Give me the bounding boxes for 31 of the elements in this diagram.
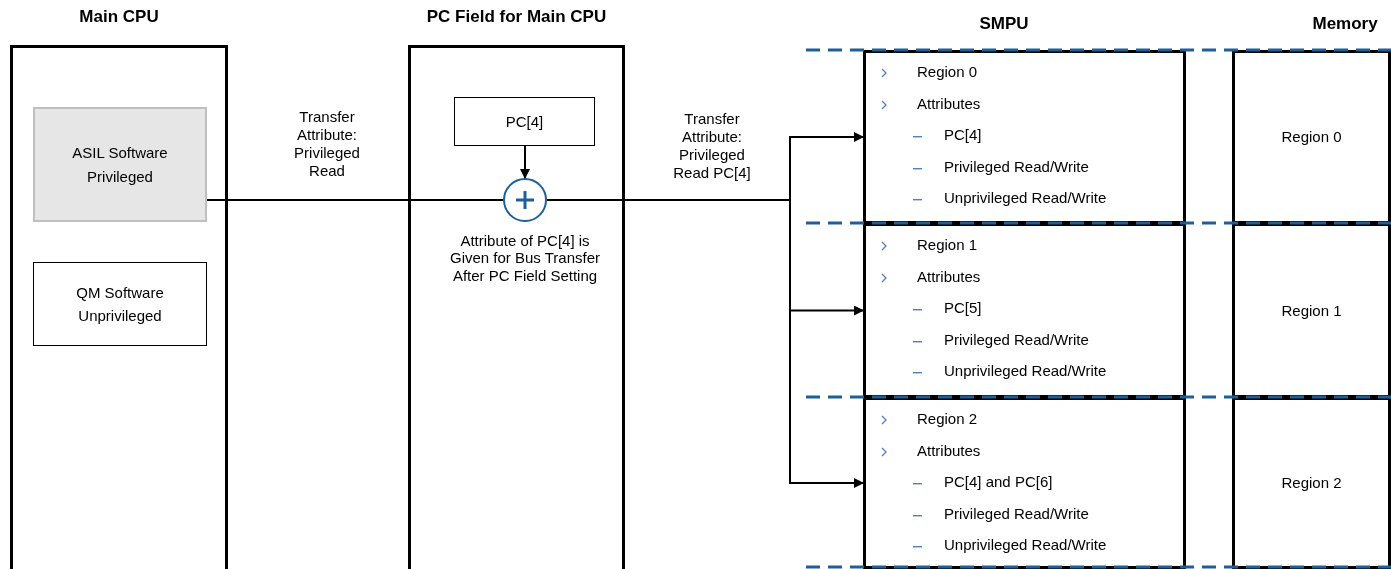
column-heading: PC Field for Main CPU xyxy=(425,7,608,27)
region-box xyxy=(863,50,1186,224)
list-item: Attributes xyxy=(917,94,981,112)
connector-line xyxy=(206,199,504,201)
list-item: Region 0 xyxy=(917,63,978,80)
process-box: QM Software Unprivileged xyxy=(33,262,207,346)
process-box: ASIL Software Privileged xyxy=(33,107,207,222)
list-item: Privileged Read/Write xyxy=(944,504,1089,522)
sum-circle xyxy=(503,178,547,222)
memory-region-box: Region 1 xyxy=(1232,223,1391,398)
memory-region-box: Region 0 xyxy=(1232,50,1391,224)
list-item: Unprivileged Read/Write xyxy=(944,362,1107,379)
list-item: Region 2 xyxy=(917,410,978,427)
list-item: PC[4] and PC[6] xyxy=(944,473,1053,490)
list-item: PC[4] xyxy=(944,126,982,143)
list-item: PC[5] xyxy=(944,299,982,316)
list-item: Unprivileged Read/Write xyxy=(944,189,1107,206)
memory-region-box: Region 2 xyxy=(1232,397,1391,569)
list-item: Unprivileged Read/Write xyxy=(944,536,1107,553)
column-heading: Memory xyxy=(1312,14,1378,34)
process-box: PC[4] xyxy=(454,97,595,146)
list-item: Privileged Read/Write xyxy=(944,330,1089,348)
list-item: Region 1 xyxy=(917,236,978,253)
region-box xyxy=(863,397,1186,569)
region-box xyxy=(863,223,1186,398)
list-item: Privileged Read/Write xyxy=(944,157,1089,175)
list-item: Attributes xyxy=(917,441,981,459)
list-item: Attributes xyxy=(917,267,981,285)
column-heading: SMPU xyxy=(979,14,1029,34)
arrow xyxy=(520,145,530,179)
column-heading: Main CPU xyxy=(78,7,160,27)
